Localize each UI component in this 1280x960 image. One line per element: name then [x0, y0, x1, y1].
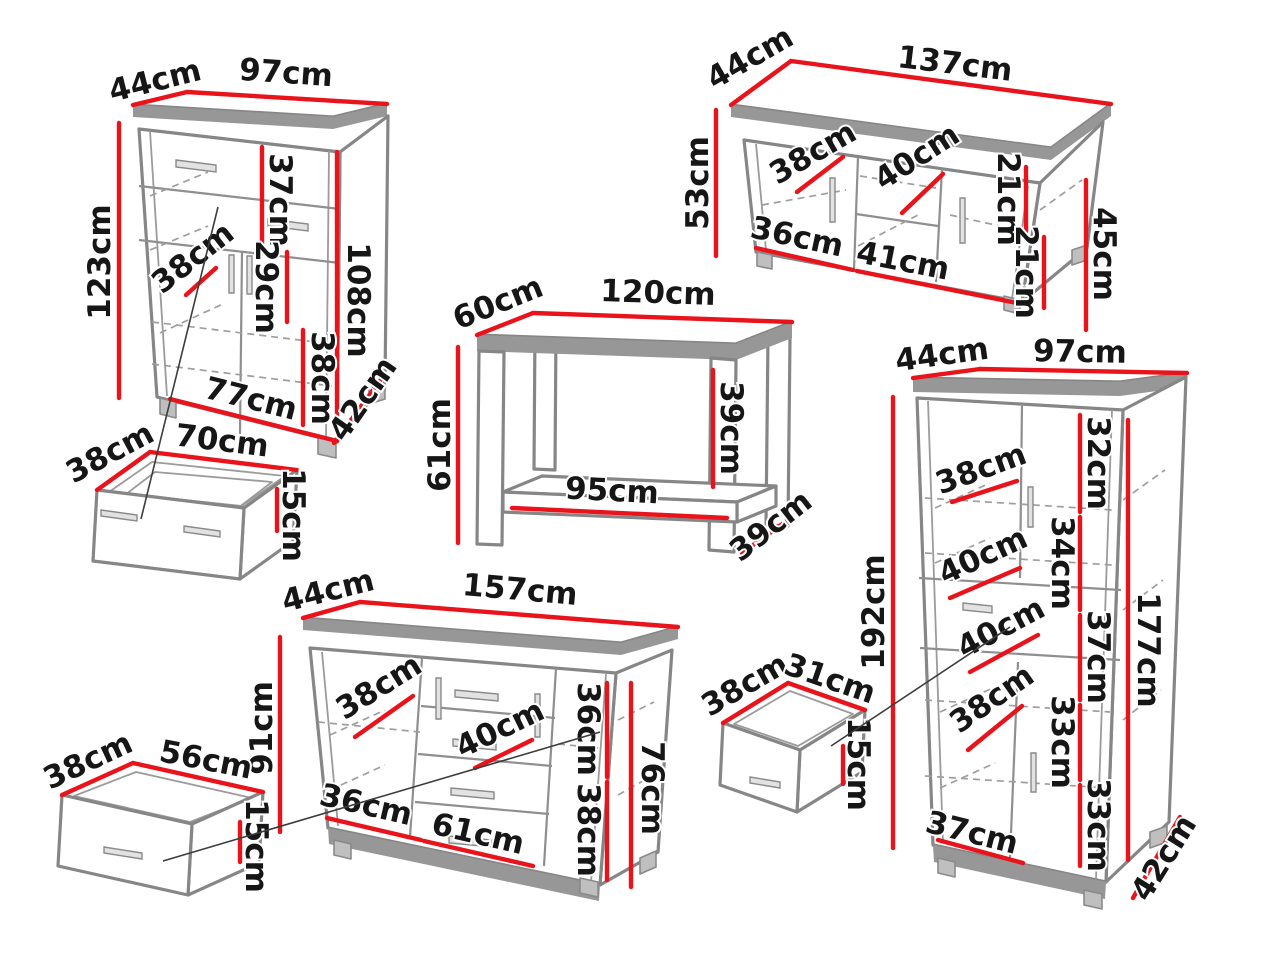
drawer-medium-body — [56, 761, 265, 897]
wardrobe-dimension-lines — [890, 366, 1190, 901]
chest-dim-height: 123cm — [82, 204, 118, 319]
sideboard-dim-interior-height: 76cm — [634, 741, 670, 835]
chest-to-drawer-leader-line — [140, 206, 219, 520]
underbed-drawer-dimension-lines — [94, 449, 300, 534]
tv-stand-dim-interior-height: 45cm — [1086, 207, 1122, 301]
wardrobe-dim-section-3: 37cm — [1080, 610, 1116, 704]
drawer-medium-dim-height: 15cm — [238, 799, 274, 893]
chest-of-drawers: 44cm 97cm 123cm 37cm 38cm 29cm 108cm 38c… — [80, 50, 407, 459]
wardrobe-to-drawer-leader-line — [830, 626, 1011, 747]
drawer-small: 38cm 31cm 15cm — [693, 644, 882, 814]
chest-dim-drawer-section: 37cm — [262, 153, 298, 247]
coffee-table-dim-clearance: 39cm — [713, 381, 749, 475]
drawer-medium: 38cm 56cm 15cm — [36, 723, 276, 897]
chest-dim-width: 97cm — [238, 52, 334, 94]
wardrobe-dim-section-1: 32cm — [1080, 416, 1116, 510]
wardrobe-dim-section-5: 33cm — [1080, 778, 1116, 872]
sideboard-to-drawer-leader-line — [162, 731, 601, 862]
chest-dimension-lines — [116, 89, 390, 446]
tv-stand-dimension-lines — [713, 58, 1114, 333]
coffee-table-dimension-lines — [455, 310, 795, 556]
wardrobe: 44cm 97cm 192cm 32cm 38cm 40cm 34cm 37cm… — [854, 329, 1206, 910]
chest-body — [131, 90, 390, 459]
wardrobe-dim-interior-height: 177cm — [1130, 592, 1166, 707]
underbed-drawer: 38cm 70cm 15cm — [58, 413, 313, 581]
coffee-table-dim-height: 61cm — [422, 398, 458, 492]
chest-dim-middle-section: 29cm — [248, 240, 284, 334]
coffee-table-dim-width: 120cm — [600, 273, 717, 313]
coffee-table: 60cm 120cm 61cm 39cm 95cm 39cm — [420, 267, 821, 571]
tv-stand-dim-lower-shelf-height: 21cm — [1008, 225, 1044, 319]
sideboard-dim-height: 91cm — [244, 681, 280, 775]
sideboard-body — [301, 600, 680, 901]
wardrobe-dim-section-4: 33cm — [1044, 695, 1080, 789]
tv-stand: 44cm 137cm 53cm 38cm 40cm 21cm 21cm 45cm… — [678, 17, 1124, 333]
sideboard-dim-width: 157cm — [461, 567, 579, 613]
sideboard-dim-upper-interior: 36cm — [570, 682, 606, 776]
wardrobe-dim-height: 192cm — [856, 554, 892, 669]
drawer-small-dim-height: 15cm — [840, 717, 876, 811]
wardrobe-dim-width: 97cm — [1033, 333, 1127, 371]
tv-stand-labels: 44cm 137cm 53cm 38cm 40cm 21cm 21cm 45cm… — [678, 17, 1124, 321]
coffee-table-body — [475, 311, 794, 554]
sideboard-dimension-lines — [277, 599, 681, 890]
drawer-small-dimension-lines — [720, 680, 868, 787]
chest-dim-interior-height: 108cm — [340, 242, 376, 357]
underbed-drawer-dim-height: 15cm — [275, 468, 311, 562]
drawer-medium-dimension-lines — [59, 760, 266, 865]
coffee-table-dim-shelf-width: 95cm — [564, 471, 660, 512]
sideboard-dim-lower-interior: 38cm — [570, 783, 606, 877]
sideboard: 44cm 157cm 91cm 38cm 40cm 36cm 38cm 76cm… — [242, 560, 681, 901]
tv-stand-dim-upper-shelf-height: 21cm — [990, 152, 1026, 246]
chest-dim-bottom-section: 38cm — [304, 331, 340, 425]
tv-stand-dim-height: 53cm — [680, 136, 716, 230]
leader-lines — [140, 206, 1011, 862]
wardrobe-dim-section-2: 34cm — [1044, 516, 1080, 610]
drawer-small-body — [718, 681, 867, 814]
